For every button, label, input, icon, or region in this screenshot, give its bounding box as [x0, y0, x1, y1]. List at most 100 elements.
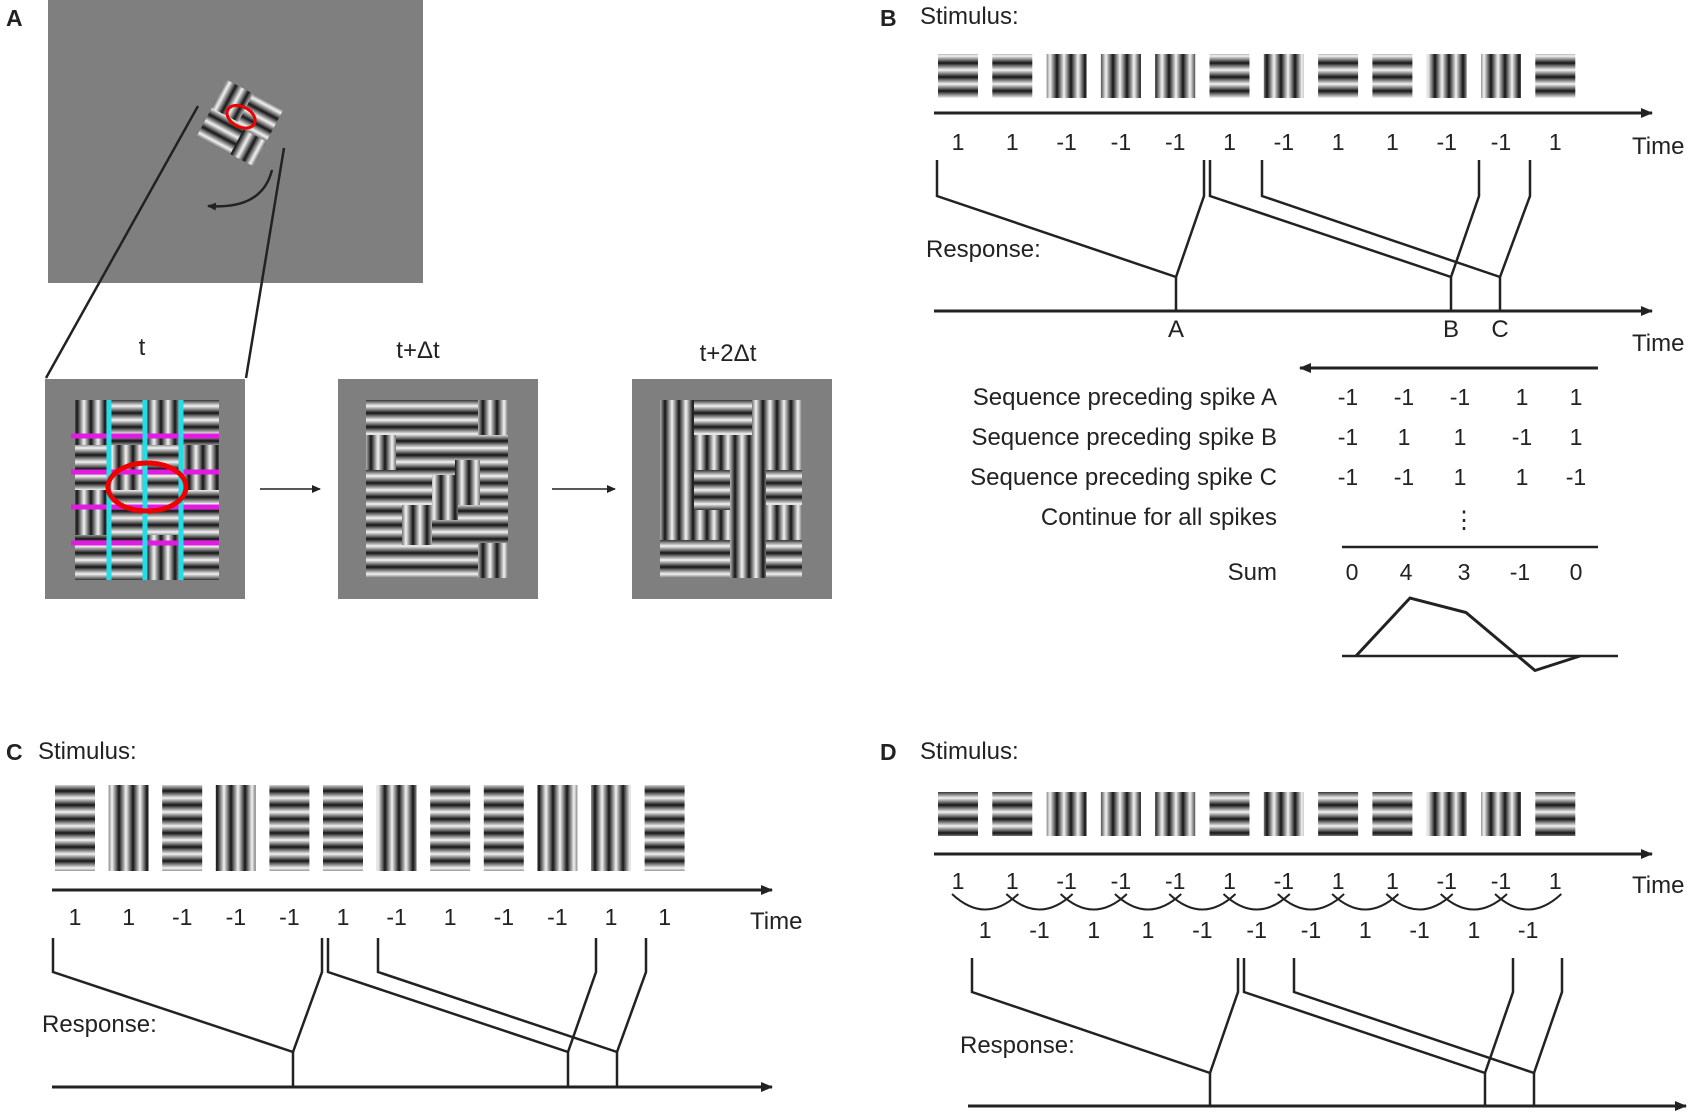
frame-label-t-2dt: t+2Δt — [700, 340, 757, 367]
sum-label: Sum — [1228, 559, 1277, 586]
panel-c-seq-value-2: -1 — [172, 904, 192, 930]
small-texture-patch — [196, 79, 284, 167]
pair-product-10: -1 — [1518, 917, 1538, 943]
pair-product-9: 1 — [1467, 917, 1480, 943]
panel-b-seq-value-11: 1 — [1549, 129, 1562, 155]
panel-d-seq-value-1: 1 — [1006, 868, 1019, 894]
preceding-row-0-value-3: 1 — [1516, 384, 1529, 410]
panel-d-stimulus-frame-5 — [1209, 792, 1250, 836]
pair-product-4: -1 — [1192, 917, 1212, 943]
panel-c-seq-value-3: -1 — [226, 904, 246, 930]
panel-b-stimulus-strip — [938, 54, 1576, 98]
preceding-row-2-value-4: -1 — [1566, 464, 1586, 490]
sum-plot-curve — [1354, 596, 1581, 673]
preceding-row-0-value-2: -1 — [1450, 384, 1470, 410]
preceding-row-2-value-0: -1 — [1338, 464, 1358, 490]
panel-c-response-label: Response: — [42, 1011, 157, 1038]
panel-d-stimulus-frame-10 — [1481, 792, 1521, 836]
preceding-row-label-0: Sequence preceding spike A — [973, 384, 1277, 411]
preceding-row-2-value-2: 1 — [1454, 464, 1467, 490]
panel-d-seq-value-9: -1 — [1436, 868, 1456, 894]
panel-c-seq-value-1: 1 — [122, 904, 135, 930]
preceding-row-1-value-0: -1 — [1338, 424, 1358, 450]
panel-d-stimulus-frame-1 — [992, 792, 1033, 836]
panel-b-stimulus-frame-9 — [1426, 54, 1467, 98]
pair-arc-10 — [1494, 893, 1562, 911]
panel-c-seq-value-10: 1 — [605, 904, 618, 930]
panel-d-pair-arcs — [951, 893, 1562, 911]
panel-b-stimulus-frame-2 — [1046, 54, 1087, 98]
preceding-row-1-value-1: 1 — [1398, 424, 1411, 450]
panel-c-stimulus-frame-7 — [430, 785, 471, 871]
preceding-row-0-value-0: -1 — [1338, 384, 1358, 410]
panel-c-stimulus-frame-8 — [483, 785, 524, 871]
panel-d-seq-value-3: -1 — [1111, 868, 1131, 894]
panel-b-time-label-1: Time — [1632, 133, 1684, 160]
frame-label-t-dt: t+Δt — [396, 337, 440, 364]
panel-c-stimulus-frame-4 — [269, 785, 310, 871]
sum-value-3: -1 — [1510, 559, 1530, 585]
panel-d-stimulus-strip — [938, 792, 1576, 836]
panel-b-seq-value-10: -1 — [1491, 129, 1511, 155]
panel-d-time-label: Time — [1632, 872, 1684, 899]
preceding-row-1-value-4: 1 — [1570, 424, 1583, 450]
panel-d-seq-value-5: 1 — [1223, 868, 1236, 894]
panel-c-seq-value-6: -1 — [386, 904, 406, 930]
rotation-arrow — [207, 169, 274, 211]
preceding-row-1-value-3: -1 — [1512, 424, 1532, 450]
panel-c-stimulus-frame-5 — [323, 785, 363, 871]
panel-d-stimulus-frame-8 — [1372, 792, 1413, 836]
frame-label-t: t — [139, 334, 146, 361]
panel-d-stimulus-frame-3 — [1100, 792, 1141, 836]
panel-c-seq-value-11: 1 — [658, 904, 671, 930]
pair-product-2: 1 — [1087, 917, 1100, 943]
panel-d-letter: D — [880, 739, 897, 765]
sum-value-1: 4 — [1400, 559, 1413, 585]
pair-product-3: 1 — [1142, 917, 1155, 943]
preceding-row-2-value-3: 1 — [1516, 464, 1529, 490]
panel-c-stimulus-frame-0 — [55, 785, 95, 871]
preceding-row-0-value-4: 1 — [1570, 384, 1583, 410]
receptive-field-ellipse — [105, 460, 189, 514]
zoom-line-left — [44, 105, 200, 379]
continue-ellipsis: ⋮ — [1452, 507, 1476, 534]
panel-c-stimulus-frame-3 — [215, 785, 256, 871]
panel-d-stimulus-frame-11 — [1535, 792, 1576, 836]
panel-b-seq-value-8: 1 — [1386, 129, 1399, 155]
panel-d-seq-value-2: -1 — [1056, 868, 1076, 894]
panel-b-stimulus-frame-6 — [1263, 54, 1304, 98]
panel-c-stimulus-frame-10 — [591, 785, 631, 871]
panel-d-stimulus-frame-7 — [1318, 792, 1359, 836]
panel-c-seq-value-7: 1 — [444, 904, 457, 930]
continue-label: Continue for all spikes — [1041, 504, 1277, 531]
panel-b-time-label-2: Time — [1632, 330, 1684, 357]
panel-c-stimulus-frame-11 — [644, 785, 685, 871]
panel-b-stimulus-frame-7 — [1318, 54, 1359, 98]
panel-d-stimulus-label: Stimulus: — [920, 738, 1019, 765]
panel-b-seq-value-5: 1 — [1223, 129, 1236, 155]
spike-label-a: A — [1168, 316, 1184, 343]
texture-frame-t-2dt — [632, 379, 832, 599]
panel-c-stimulus-frame-9 — [537, 785, 578, 871]
panel-b-seq-value-2: -1 — [1056, 129, 1076, 155]
panel-b-stimulus-label: Stimulus: — [920, 3, 1019, 30]
panel-b-seq-value-7: 1 — [1332, 129, 1345, 155]
panel-c-letter: C — [6, 739, 23, 765]
pair-product-5: -1 — [1246, 917, 1266, 943]
panel-b-stimulus-frame-11 — [1535, 54, 1576, 98]
panel-d-seq-value-0: 1 — [952, 868, 965, 894]
panel-d-spike-lines — [970, 958, 1564, 1107]
panel-b-stimulus-frame-5 — [1209, 54, 1250, 98]
panel-c-time-label: Time — [750, 908, 802, 935]
panel-c-stimulus-frame-2 — [162, 785, 203, 871]
spike-label-b: B — [1443, 316, 1459, 343]
panel-b-seq-value-0: 1 — [952, 129, 965, 155]
panel-a: A t t+Δt t+2Δt — [6, 0, 832, 599]
